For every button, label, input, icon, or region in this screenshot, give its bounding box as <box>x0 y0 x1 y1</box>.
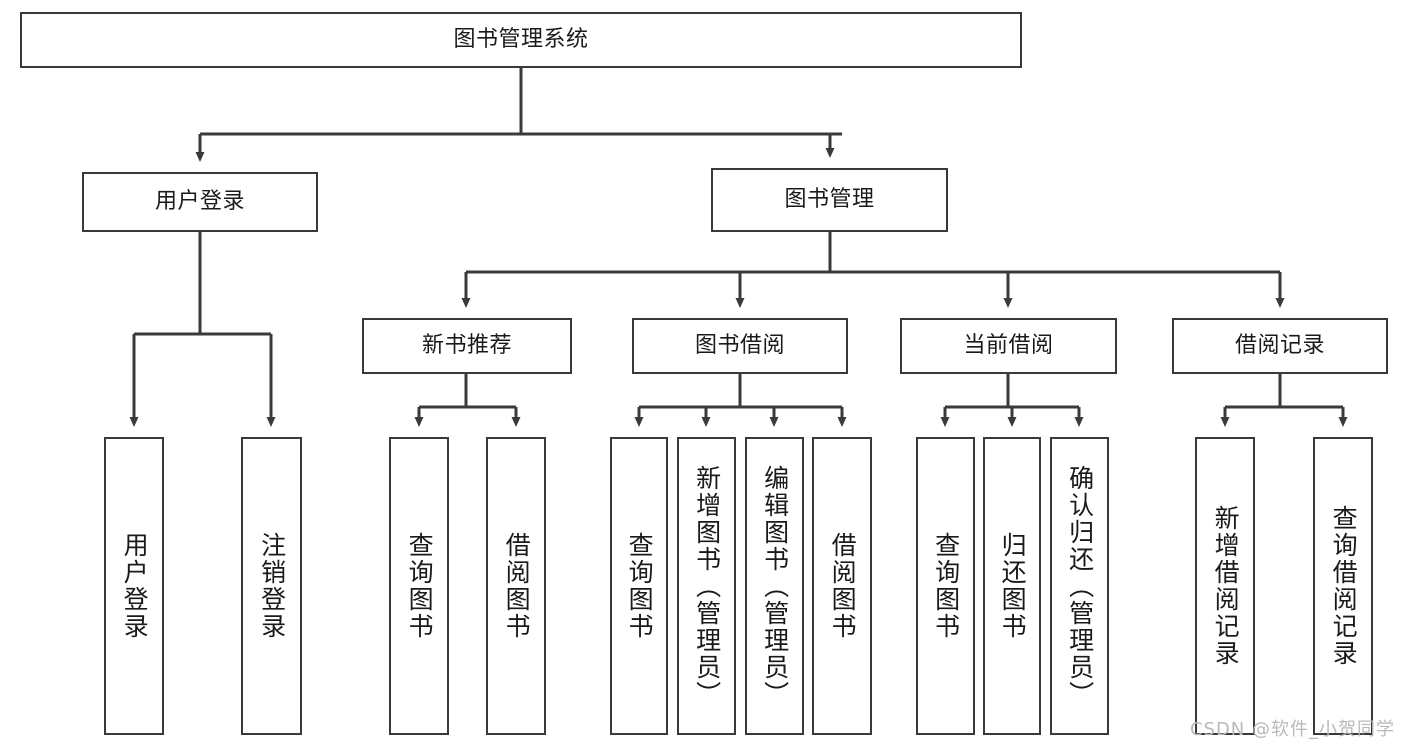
node-leaf-query-book-1-label: 查询图书 <box>405 532 435 640</box>
node-leaf-query-book-2[interactable]: 查询图书 <box>610 437 668 735</box>
node-book-manage-label: 图书管理 <box>784 187 875 213</box>
node-leaf-query-book-3[interactable]: 查询图书 <box>916 437 975 735</box>
node-leaf-user-login[interactable]: 用户登录 <box>104 437 164 735</box>
node-book-manage[interactable]: 图书管理 <box>711 168 948 232</box>
node-leaf-borrow-book-1-label: 借阅图书 <box>502 532 532 640</box>
node-leaf-query-book-1[interactable]: 查询图书 <box>389 437 449 735</box>
node-root[interactable]: 图书管理系统 <box>20 12 1022 68</box>
node-new-book-recommend[interactable]: 新书推荐 <box>362 318 572 374</box>
node-leaf-add-book-admin[interactable]: 新增图书（管理员） <box>677 437 736 735</box>
node-leaf-user-login-label: 用户登录 <box>120 532 150 640</box>
node-leaf-query-borrow-record-label: 查询借阅记录 <box>1329 505 1359 667</box>
node-new-book-recommend-label: 新书推荐 <box>421 333 512 359</box>
node-leaf-edit-book-admin-label: 编辑图书（管理员） <box>760 464 790 708</box>
node-borrow-record[interactable]: 借阅记录 <box>1172 318 1388 374</box>
node-book-borrow[interactable]: 图书借阅 <box>632 318 848 374</box>
node-leaf-query-borrow-record[interactable]: 查询借阅记录 <box>1313 437 1373 735</box>
node-leaf-add-book-admin-label: 新增图书（管理员） <box>692 464 722 708</box>
node-leaf-return-book-label: 归还图书 <box>998 532 1028 640</box>
node-user-login-label: 用户登录 <box>154 189 245 215</box>
node-leaf-borrow-book-2[interactable]: 借阅图书 <box>812 437 872 735</box>
node-borrow-record-label: 借阅记录 <box>1234 333 1325 359</box>
node-leaf-return-book[interactable]: 归还图书 <box>983 437 1041 735</box>
node-leaf-borrow-book-1[interactable]: 借阅图书 <box>486 437 546 735</box>
node-current-borrow[interactable]: 当前借阅 <box>900 318 1117 374</box>
node-user-login[interactable]: 用户登录 <box>82 172 318 232</box>
node-leaf-add-borrow-record-label: 新增借阅记录 <box>1211 505 1241 667</box>
node-leaf-logout-login-label: 注销登录 <box>257 532 287 640</box>
node-leaf-confirm-return[interactable]: 确认归还（管理员） <box>1050 437 1109 735</box>
node-leaf-add-borrow-record[interactable]: 新增借阅记录 <box>1195 437 1255 735</box>
node-leaf-edit-book-admin[interactable]: 编辑图书（管理员） <box>745 437 804 735</box>
node-leaf-borrow-book-2-label: 借阅图书 <box>828 532 858 640</box>
node-leaf-query-book-2-label: 查询图书 <box>625 532 655 640</box>
node-leaf-logout-login[interactable]: 注销登录 <box>241 437 302 735</box>
watermark: CSDN @软件_小贺同学 <box>1189 719 1395 740</box>
node-book-borrow-label: 图书借阅 <box>694 333 785 359</box>
node-root-label: 图书管理系统 <box>453 27 589 53</box>
node-current-borrow-label: 当前借阅 <box>963 333 1054 359</box>
node-leaf-query-book-3-label: 查询图书 <box>931 532 961 640</box>
node-leaf-confirm-return-label: 确认归还（管理员） <box>1065 464 1095 708</box>
